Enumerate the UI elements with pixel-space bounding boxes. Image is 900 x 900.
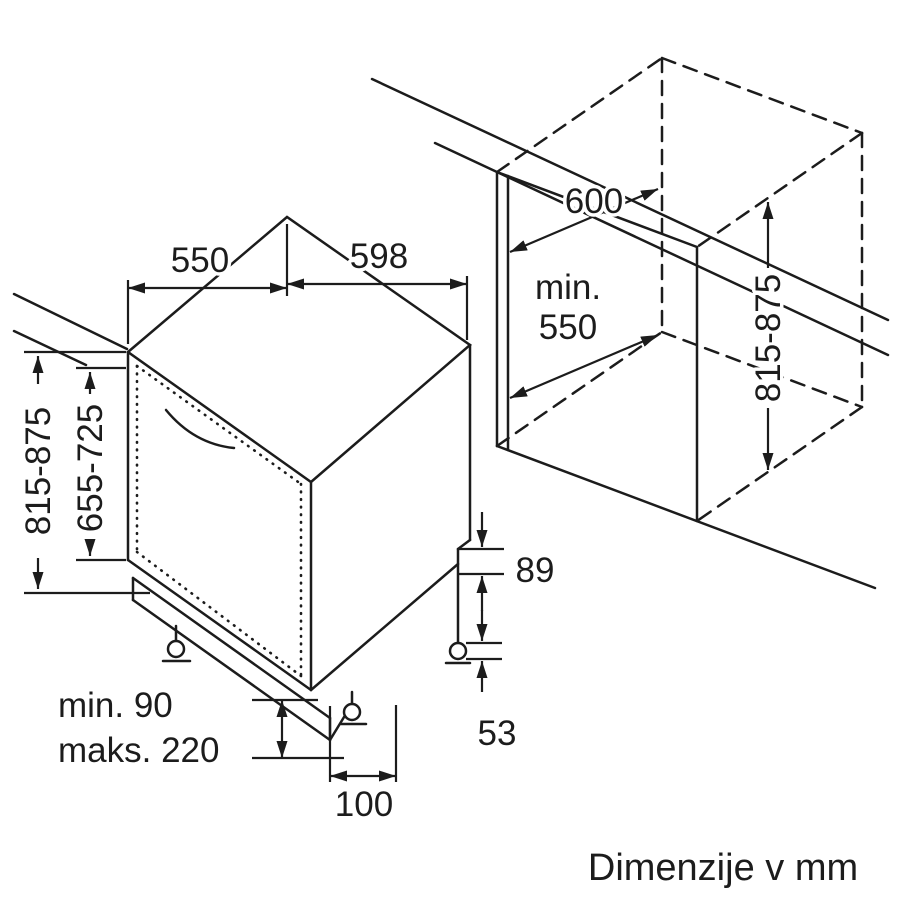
dimension-niche-depth: min. 550 (509, 265, 659, 400)
label-plinth-min: min. 90 (58, 686, 173, 725)
dimension-base-clearance: 89 (458, 512, 558, 611)
caption-units: Dimenzije v mm (588, 847, 858, 889)
dimension-door-height: 655-725 (68, 366, 126, 562)
dimension-plinth-height: min. 90 maks. 220 (55, 683, 344, 774)
dimension-top-width: 598 (287, 234, 469, 340)
dimension-niche-height: 815-875 (746, 202, 792, 470)
label-niche-depth-value: 550 (539, 308, 597, 347)
door-handle (164, 408, 236, 450)
label-niche-height: 815-875 (749, 274, 788, 402)
label-base-clearance: 89 (516, 551, 555, 590)
front-right-foot (342, 702, 362, 722)
dishwasher-body (125, 215, 473, 742)
label-foot-adjust: 53 (478, 714, 517, 753)
label-top-width: 598 (350, 237, 408, 276)
dishwasher-door (135, 364, 303, 678)
dimension-plinth-depth: 100 (328, 705, 398, 828)
label-top-depth: 550 (171, 241, 229, 280)
label-niche-width: 600 (565, 182, 623, 221)
dimension-niche-width: 600 (509, 179, 659, 254)
dimension-appliance-height: 815-875 (16, 350, 150, 595)
label-niche-depth-prefix: min. (535, 268, 601, 307)
dimension-top-depth: 550 (126, 224, 289, 344)
adjustable-feet (161, 624, 472, 726)
label-appliance-height: 815-875 (19, 407, 58, 535)
label-door-height: 655-725 (71, 404, 110, 532)
label-plinth-max: maks. 220 (58, 731, 219, 770)
rear-right-foot (448, 641, 468, 661)
front-left-foot (166, 639, 186, 659)
dimension-foot-adjust: 53 (466, 610, 520, 757)
label-plinth-depth: 100 (335, 785, 393, 824)
